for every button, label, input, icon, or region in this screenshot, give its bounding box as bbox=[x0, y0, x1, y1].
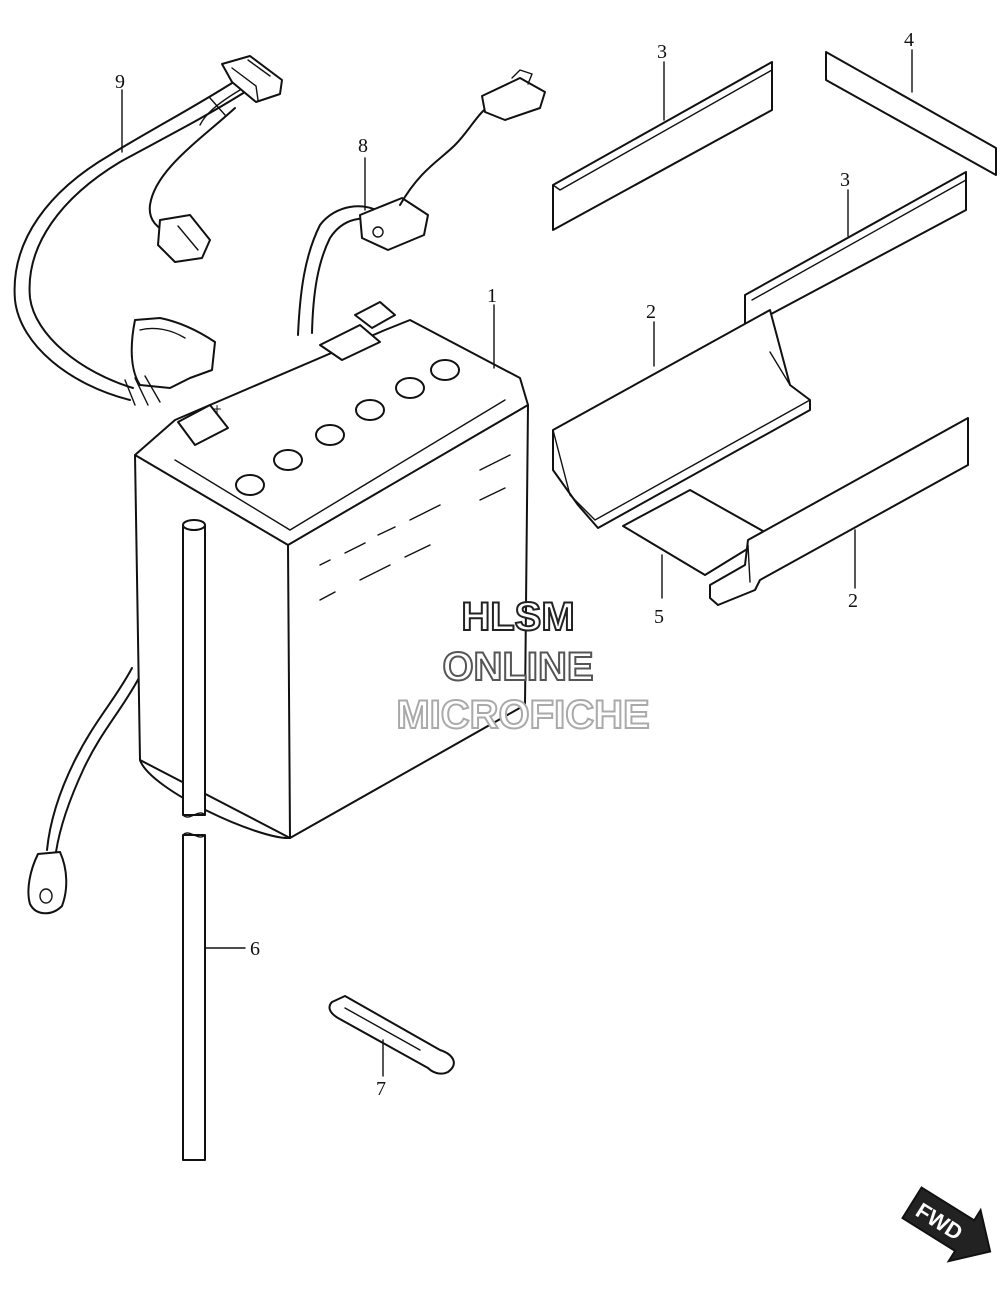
battery-part-1: + 1 bbox=[134, 285, 529, 840]
callout-8: 8 bbox=[358, 135, 368, 157]
battery-cable-part-9: 9 bbox=[13, 55, 283, 915]
callout-9: 9 bbox=[115, 71, 125, 93]
watermark: HLSM ONLINE MICROFICHE bbox=[395, 594, 650, 738]
cushion-part-4: 4 bbox=[825, 29, 997, 176]
ring-terminal bbox=[27, 851, 68, 915]
cushion-part-3-upper: 3 bbox=[552, 41, 773, 231]
forward-arrow-icon: FWD bbox=[901, 1186, 992, 1263]
callout-1: 1 bbox=[487, 285, 497, 307]
clamp-part-7: 7 bbox=[328, 995, 455, 1100]
callout-4: 4 bbox=[904, 29, 914, 51]
breather-tube-part-6: 6 bbox=[182, 519, 260, 1161]
callout-2-lower: 2 bbox=[848, 590, 858, 612]
watermark-line-3: MICROFICHE bbox=[396, 693, 649, 737]
wire-coupler-9 bbox=[157, 214, 211, 263]
terminal-boot bbox=[124, 317, 216, 406]
wire-coupler-8 bbox=[481, 69, 546, 121]
battery-terminals bbox=[235, 359, 460, 496]
watermark-line-2: ONLINE bbox=[442, 645, 593, 689]
callout-7: 7 bbox=[376, 1078, 386, 1100]
positive-terminal: + bbox=[177, 402, 229, 446]
svg-text:+: + bbox=[212, 402, 222, 416]
callout-6: 6 bbox=[250, 938, 260, 960]
battery-lead-part-8: 8 bbox=[297, 69, 546, 336]
callout-3-upper: 3 bbox=[657, 41, 667, 63]
watermark-line-1: HLSM bbox=[461, 595, 574, 639]
callout-5: 5 bbox=[654, 606, 664, 628]
callout-2-upper: 2 bbox=[646, 301, 656, 323]
tray-cover-part-2-lower: 2 bbox=[709, 417, 969, 612]
negative-terminal bbox=[319, 301, 396, 361]
cushion-part-3-lower: 3 bbox=[744, 169, 967, 329]
tray-cover-part-2-upper: 2 bbox=[552, 301, 811, 529]
callout-3-lower: 3 bbox=[840, 169, 850, 191]
lead-bracket bbox=[359, 197, 429, 251]
cable-end-connector bbox=[221, 55, 283, 103]
